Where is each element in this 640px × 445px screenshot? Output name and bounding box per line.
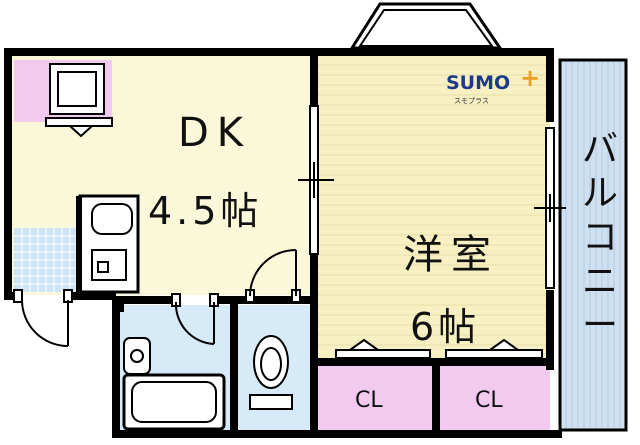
toilet-tank bbox=[249, 394, 293, 410]
sumo-logo-subtext: スモプラス bbox=[454, 97, 489, 105]
closet-doors[interactable] bbox=[335, 338, 543, 359]
plus-icon: + bbox=[520, 64, 541, 92]
sliding-door-dk-western[interactable] bbox=[298, 105, 334, 255]
sumo-logo: SUMO + スモプラス bbox=[446, 66, 542, 106]
western-floor-pattern bbox=[318, 64, 550, 346]
western-room-size: 6帖 bbox=[410, 305, 481, 349]
closet-1-area bbox=[318, 365, 434, 433]
dk-room-name: DK bbox=[178, 110, 252, 156]
closet-1-label: CL bbox=[355, 388, 383, 413]
western-room-name: 洋室 bbox=[403, 232, 499, 278]
closet-2-label: CL bbox=[475, 388, 503, 413]
bathroom-door[interactable] bbox=[171, 293, 219, 345]
closet-2-area bbox=[438, 365, 550, 433]
dk-room-size: 4.5帖 bbox=[148, 189, 263, 233]
entrance-door[interactable] bbox=[13, 289, 73, 347]
washer-area bbox=[14, 60, 40, 122]
western-floor bbox=[318, 55, 550, 360]
balcony-window[interactable] bbox=[534, 127, 566, 289]
sumo-logo-text: SUMO bbox=[446, 72, 511, 94]
balcony-area bbox=[560, 60, 626, 430]
entrance-tile bbox=[14, 228, 76, 292]
balcony-label: バルコニー bbox=[581, 129, 618, 346]
kitchen-sink bbox=[91, 203, 133, 235]
balcony-pattern bbox=[565, 60, 621, 430]
toilet-door[interactable] bbox=[245, 249, 301, 303]
